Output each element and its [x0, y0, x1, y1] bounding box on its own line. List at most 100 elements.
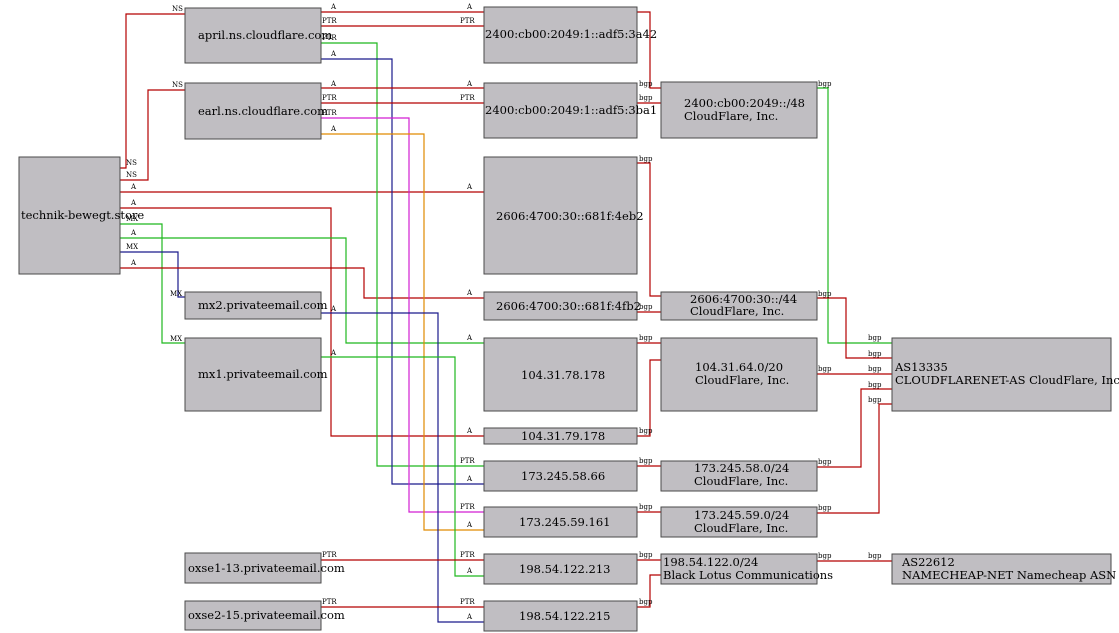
edge-label-a: A	[466, 521, 473, 529]
node-label: NAMECHEAP-NET Namecheap ASN	[902, 568, 1116, 582]
node-label: 104.31.79.178	[521, 429, 605, 443]
node-label: 104.31.64.0/20	[695, 360, 783, 374]
node-label: CloudFlare, Inc.	[694, 521, 788, 535]
edge-label-a: A	[466, 80, 473, 88]
node-mx1[interactable]: mx1.privateemail.com	[184, 337, 328, 412]
node-prefix-173-59[interactable]: 173.245.59.0/24 CloudFlare, Inc.	[660, 506, 818, 538]
node-label: 173.245.59.161	[519, 515, 610, 529]
edge-earl-ip59-a	[321, 133, 484, 531]
edge-label-ptr: PTR	[460, 94, 475, 102]
node-ip-104-31-78-178[interactable]: 104.31.78.178	[483, 337, 638, 412]
node-label: CLOUDFLARENET-AS CloudFlare, Inc.	[895, 373, 1119, 387]
node-label: 2400:cb00:2049::/48	[684, 96, 805, 110]
edge-label-bgp: bgp	[639, 551, 653, 559]
edge-label-a: A	[330, 349, 337, 357]
edge-label-ptr: PTR	[322, 17, 337, 25]
edge-label-bgp: bgp	[868, 350, 882, 358]
edge-label-bgp: bgp	[639, 334, 653, 342]
edge-label-bgp: bgp	[868, 396, 882, 404]
node-prefix-104[interactable]: 104.31.64.0/20 CloudFlare, Inc.	[660, 337, 818, 412]
node-ip-104-31-79-178[interactable]: 104.31.79.178	[483, 427, 638, 445]
node-prefix-2606[interactable]: 2606:4700:30::/44 CloudFlare, Inc.	[660, 291, 818, 321]
node-label: 2606:4700:30::/44	[690, 292, 797, 306]
edge-ip79-pfx104-bgp	[637, 359, 661, 437]
edge-label-a: A	[466, 613, 473, 621]
node-domain[interactable]: technik-bewegt.store	[18, 156, 144, 275]
edge-label-bgp: bgp	[639, 457, 653, 465]
node-label: CloudFlare, Inc.	[695, 373, 789, 387]
edge-label-bgp: bgp	[868, 552, 882, 560]
edge-label-bgp: bgp	[818, 458, 832, 466]
edge-label-a: A	[466, 3, 473, 11]
edge-label-ptr: PTR	[460, 598, 475, 606]
node-label: oxse2-15.privateemail.com	[188, 608, 345, 622]
edge-label-ns: NS	[172, 5, 183, 13]
edge-label-bgp: bgp	[818, 80, 832, 88]
node-label: mx1.privateemail.com	[198, 367, 328, 381]
node-label: mx2.privateemail.com	[198, 298, 328, 312]
edge-label-bgp: bgp	[818, 365, 832, 373]
node-ip-3a42[interactable]: 2400:cb00:2049:1::adf5:3a42	[483, 6, 657, 64]
edge-domain-ip79-a	[120, 207, 484, 437]
node-ip-198-54-122-215[interactable]: 198.54.122.215	[483, 600, 638, 632]
edge-label-a: A	[466, 567, 473, 575]
edge-label-bgp: bgp	[639, 427, 653, 435]
node-label: AS13335	[894, 360, 948, 374]
node-label: 198.54.122.0/24	[663, 555, 758, 569]
edge-label-bgp: bgp	[818, 552, 832, 560]
node-ip-4eb2[interactable]: 2606:4700:30::681f:4eb2	[483, 156, 644, 275]
node-label: 198.54.122.215	[519, 609, 610, 623]
edge-label-a: A	[330, 50, 337, 58]
node-label: 173.245.58.66	[521, 469, 605, 483]
edge-april-ip58-ptr	[321, 42, 484, 467]
node-label: 2606:4700:30::681f:4eb2	[496, 209, 644, 223]
node-label: 2606:4700:30::681f:4fb2	[496, 299, 641, 313]
edge-pfx59-as13335-bgp	[817, 403, 892, 514]
node-ip-198-54-122-213[interactable]: 198.54.122.213	[483, 553, 638, 585]
edge-label-bgp: bgp	[639, 598, 653, 606]
edge-domain-ip78-a	[120, 237, 484, 344]
node-label: 2400:cb00:2049:1::adf5:3a42	[485, 27, 657, 41]
node-mx2[interactable]: mx2.privateemail.com	[184, 291, 328, 320]
node-oxse2[interactable]: oxse2-15.privateemail.com	[184, 600, 345, 631]
node-april-ns[interactable]: april.ns.cloudflare.com	[184, 7, 332, 64]
edge-label-ptr: PTR	[322, 109, 337, 117]
node-label: 173.245.58.0/24	[694, 461, 789, 475]
edge-label-ptr: PTR	[322, 551, 337, 559]
node-ip-173-245-58-66[interactable]: 173.245.58.66	[483, 460, 638, 492]
edge-label-a: A	[130, 259, 137, 267]
edge-label-a: A	[130, 199, 137, 207]
node-earl-ns[interactable]: earl.ns.cloudflare.com	[184, 82, 328, 140]
edge-label-bgp: bgp	[639, 94, 653, 102]
edge-label-ns: NS	[126, 159, 137, 167]
edge-label-a: A	[466, 334, 473, 342]
edge-label-ptr: PTR	[322, 598, 337, 606]
edge-label-bgp: bgp	[639, 303, 653, 311]
edge-label-a: A	[330, 80, 337, 88]
edge-label-a: A	[330, 305, 337, 313]
node-ip-4fb2[interactable]: 2606:4700:30::681f:4fb2	[483, 291, 641, 321]
node-label: 173.245.59.0/24	[694, 508, 789, 522]
node-label: april.ns.cloudflare.com	[198, 28, 332, 42]
node-ip-3ba1[interactable]: 2400:cb00:2049:1::adf5:3ba1	[483, 82, 657, 139]
edge-label-bgp: bgp	[639, 155, 653, 163]
node-as13335[interactable]: AS13335 CLOUDFLARENET-AS CloudFlare, Inc…	[891, 337, 1119, 412]
node-prefix-198[interactable]: 198.54.122.0/24 Black Lotus Communicatio…	[660, 553, 833, 585]
edge-label-bgp: bgp	[868, 334, 882, 342]
edge-label-bgp: bgp	[818, 290, 832, 298]
node-prefix-2400[interactable]: 2400:cb00:2049::/48 CloudFlare, Inc.	[660, 81, 818, 139]
node-prefix-173-58[interactable]: 173.245.58.0/24 CloudFlare, Inc.	[660, 460, 818, 492]
node-label: CloudFlare, Inc.	[690, 304, 784, 318]
edge-label-a: A	[466, 427, 473, 435]
edge-label-ptr: PTR	[322, 34, 337, 42]
edge-mx1-ip213-a	[321, 356, 484, 577]
edge-pfx58-as13335-bgp	[817, 388, 892, 468]
node-as22612[interactable]: AS22612 NAMECHEAP-NET Namecheap ASN	[891, 553, 1116, 585]
node-label: Black Lotus Communications	[663, 568, 833, 582]
node-oxse1[interactable]: oxse1-13.privateemail.com	[184, 552, 345, 584]
node-label: CloudFlare, Inc.	[694, 474, 788, 488]
edge-label-bgp: bgp	[868, 365, 882, 373]
edge-mx2-ip215-a	[321, 312, 484, 623]
node-ip-173-245-59-161[interactable]: 173.245.59.161	[483, 506, 638, 538]
